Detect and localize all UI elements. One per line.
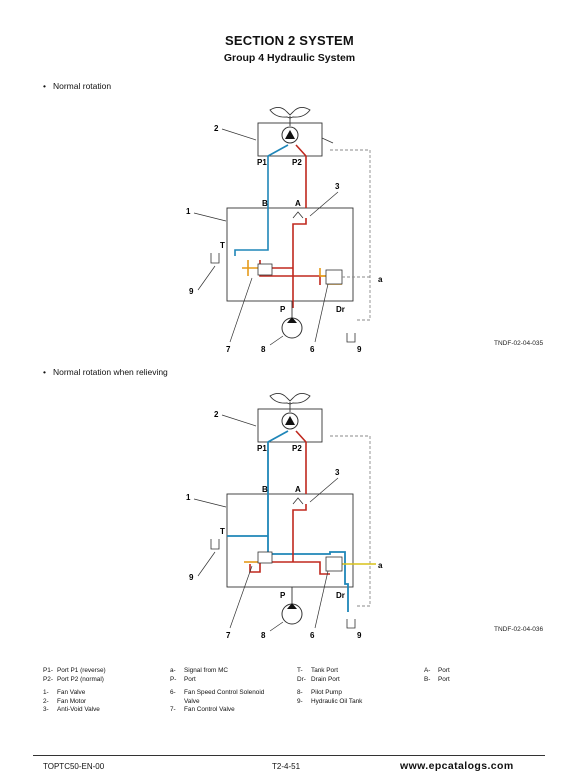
motor-symbol [281, 126, 299, 144]
section-title: SECTION 2 SYSTEM [225, 33, 354, 48]
figure-id-2: TNDF-02-04-036 [494, 626, 544, 633]
fan-icon [269, 107, 311, 126]
label-t: T [220, 527, 225, 536]
label-t: T [220, 241, 225, 250]
label-2: 2 [214, 124, 219, 133]
label-2: 2 [214, 410, 219, 419]
label-8: 8 [261, 631, 266, 640]
pressure-line [249, 430, 330, 575]
return-line [227, 430, 349, 612]
fan-control-valve-symbol [257, 263, 273, 276]
tank-symbol [210, 539, 220, 550]
label-9: 9 [189, 573, 194, 582]
drain-line [330, 149, 371, 321]
label-9b: 9 [357, 631, 362, 640]
legend-col-4: A-Port B-Port [424, 667, 450, 683]
label-b: B [262, 485, 268, 494]
label-9b: 9 [357, 345, 362, 354]
label-1: 1 [186, 207, 191, 216]
label-signal-a: a [378, 561, 383, 570]
fan-motor-box [257, 122, 323, 157]
label-9: 9 [189, 287, 194, 296]
doc-code: TOPTC50-EN-00 [43, 762, 105, 771]
label-7: 7 [226, 345, 231, 354]
legend-col-1: P1-Port P1 (reverse) P2-Port P2 (normal)… [43, 667, 106, 714]
label-1: 1 [186, 493, 191, 502]
solenoid-valve-symbol [325, 269, 343, 285]
diagram-1-caption: Normal rotation [43, 81, 111, 91]
drain-line [330, 435, 371, 607]
label-6: 6 [310, 345, 315, 354]
legend-col-3: T-Tank Port Dr-Drain Port 8-Pilot Pump 9… [297, 667, 363, 705]
label-b: B [262, 199, 268, 208]
fan-valve-box [226, 493, 354, 588]
hydraulic-diagram-relieving: 2 P1 P2 3 B A 1 T 9 a P Dr 7 8 6 9 [186, 393, 383, 640]
anti-void-valve-symbol [292, 211, 304, 219]
label-p2: P2 [292, 444, 302, 453]
figure-id-1: TNDF-02-04-035 [494, 340, 544, 347]
solenoid-valve-symbol [325, 556, 343, 572]
label-3: 3 [335, 182, 340, 191]
label-signal-a: a [378, 275, 383, 284]
label-a: A [295, 485, 301, 494]
legend-col-2: a-Signal from MC P-Port 6-Fan Speed Cont… [170, 667, 265, 714]
anti-void-valve-symbol [292, 497, 304, 505]
fan-valve-box [226, 207, 354, 302]
label-3: 3 [335, 468, 340, 477]
label-a: A [295, 199, 301, 208]
label-dr: Dr [336, 305, 345, 314]
fan-icon [269, 393, 311, 412]
pressure-line [259, 144, 307, 308]
page-number: T2-4-51 [272, 762, 301, 771]
label-p: P [280, 591, 286, 600]
label-7: 7 [226, 631, 231, 640]
diagram-2-caption: Normal rotation when relieving [43, 367, 168, 377]
label-p1: P1 [257, 444, 267, 453]
fan-motor-box [257, 408, 323, 443]
pilot-pump-symbol [281, 301, 303, 339]
tank-symbol [210, 253, 220, 264]
group-title: Group 4 Hydraulic System [223, 52, 356, 64]
label-dr: Dr [336, 591, 345, 600]
motor-symbol [281, 412, 299, 430]
label-p2: P2 [292, 158, 302, 167]
hydraulic-diagram-normal-rotation: 2 P1 P2 3 B A 1 T 9 a P Dr 7 8 6 9 [186, 107, 383, 354]
footer-rule [33, 755, 545, 756]
label-p: P [280, 305, 286, 314]
label-6: 6 [310, 631, 315, 640]
return-line [234, 144, 289, 256]
label-p1: P1 [257, 158, 267, 167]
fan-control-valve-symbol [257, 551, 273, 564]
pilot-pump-symbol [281, 587, 303, 625]
label-8: 8 [261, 345, 266, 354]
watermark: www.epcatalogs.com [400, 760, 514, 772]
